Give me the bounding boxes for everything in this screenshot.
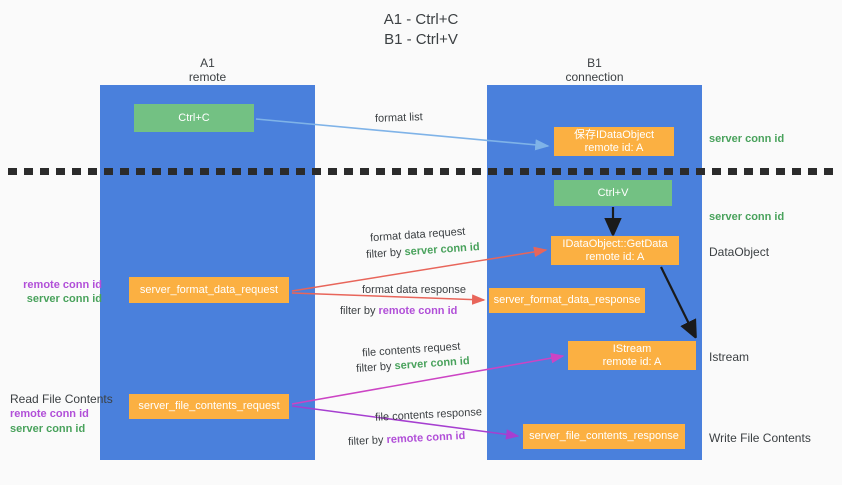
label-server-conn-id-top: server conn id xyxy=(709,133,785,145)
label-format-list: format list xyxy=(374,111,423,125)
box-save-idataobject-line-1: 保存IDataObject xyxy=(573,128,655,141)
label-left-server-conn-id-1: server conn id xyxy=(26,293,102,305)
box-ctrl-v-label: Ctrl+V xyxy=(597,186,629,199)
box-istream-line-1: IStream xyxy=(612,342,652,355)
box-idataobject-getdata-line-1: IDataObject::GetData xyxy=(562,237,668,250)
box-server-file-contents-request-label: server_file_contents_request xyxy=(138,400,280,412)
label-file-contents-request-filter-value: server conn id xyxy=(394,355,470,373)
column-header-b1-name: B1 xyxy=(587,56,602,70)
label-file-contents-request-filter-prefix: filter by xyxy=(355,360,395,375)
box-idataobject-getdata[interactable]: IDataObject::GetData remote id: A xyxy=(551,236,679,265)
box-istream-line-2: remote id: A xyxy=(602,355,662,368)
label-format-data-response-filter-prefix: filter by xyxy=(340,305,379,317)
box-save-idataobject[interactable]: 保存IDataObject remote id: A xyxy=(554,127,674,156)
label-server-conn-id-second: server conn id xyxy=(709,211,785,223)
label-dataobject: DataObject xyxy=(709,245,770,259)
box-server-file-contents-response-label: server_file_contents_response xyxy=(529,430,679,442)
diagram-title-line-1: A1 - Ctrl+C xyxy=(383,11,459,28)
label-file-contents-response-filter-value: remote conn id xyxy=(386,429,466,447)
label-left-remote-conn-id-1: remote conn id xyxy=(23,279,102,291)
box-server-format-data-request[interactable]: server_format_data_request xyxy=(129,277,289,303)
box-ctrl-v[interactable]: Ctrl+V xyxy=(554,180,672,206)
column-header-a1: A1 remote xyxy=(100,56,315,84)
box-server-format-data-request-label: server_format_data_request xyxy=(139,283,279,296)
phase-divider-dashed-line xyxy=(8,168,834,175)
column-header-b1-subtitle: connection xyxy=(565,70,624,84)
label-format-data-response-filter: filter by remote conn id xyxy=(340,304,457,318)
box-server-format-data-response[interactable]: server_format_data_response xyxy=(489,288,645,313)
label-format-data-request-filter-value: server conn id xyxy=(404,241,480,259)
label-istream: Istream xyxy=(709,350,750,364)
label-format-data-response: format data response xyxy=(362,284,466,296)
label-file-contents-response-filter-prefix: filter by xyxy=(347,434,387,449)
column-header-b1: B1 connection xyxy=(487,56,702,84)
box-server-file-contents-response[interactable]: server_file_contents_response xyxy=(523,424,685,449)
label-format-data-request-filter-prefix: filter by xyxy=(365,246,405,261)
box-server-format-data-response-label: server_format_data_response xyxy=(493,294,641,306)
label-file-contents-response-filter: filter by remote conn id xyxy=(348,429,466,449)
column-header-a1-subtitle: remote xyxy=(188,70,227,84)
label-file-contents-response: file contents response xyxy=(374,406,483,424)
label-left-remote-conn-id-2: remote conn id xyxy=(10,408,89,420)
label-read-file-contents: Read File Contents xyxy=(10,392,113,406)
label-format-data-response-filter-value: remote conn id xyxy=(378,305,458,317)
box-idataobject-getdata-line-2: remote id: A xyxy=(585,250,645,263)
box-ctrl-c-label: Ctrl+C xyxy=(178,111,210,124)
label-left-server-conn-id-2: server conn id xyxy=(10,423,86,435)
label-read-file-contents-group: Read File Contents remote conn id server… xyxy=(10,392,140,436)
label-left-conn-ids-format: remote conn id server conn id xyxy=(10,278,102,306)
label-write-file-contents: Write File Contents xyxy=(709,431,811,445)
column-header-a1-name: A1 xyxy=(200,56,215,70)
box-ctrl-c[interactable]: Ctrl+C xyxy=(134,104,254,132)
diagram-title-line-2: B1 - Ctrl+V xyxy=(384,31,458,48)
box-istream[interactable]: IStream remote id: A xyxy=(568,341,696,370)
box-server-file-contents-request[interactable]: server_file_contents_request xyxy=(129,394,289,419)
box-save-idataobject-line-2: remote id: A xyxy=(584,141,644,154)
